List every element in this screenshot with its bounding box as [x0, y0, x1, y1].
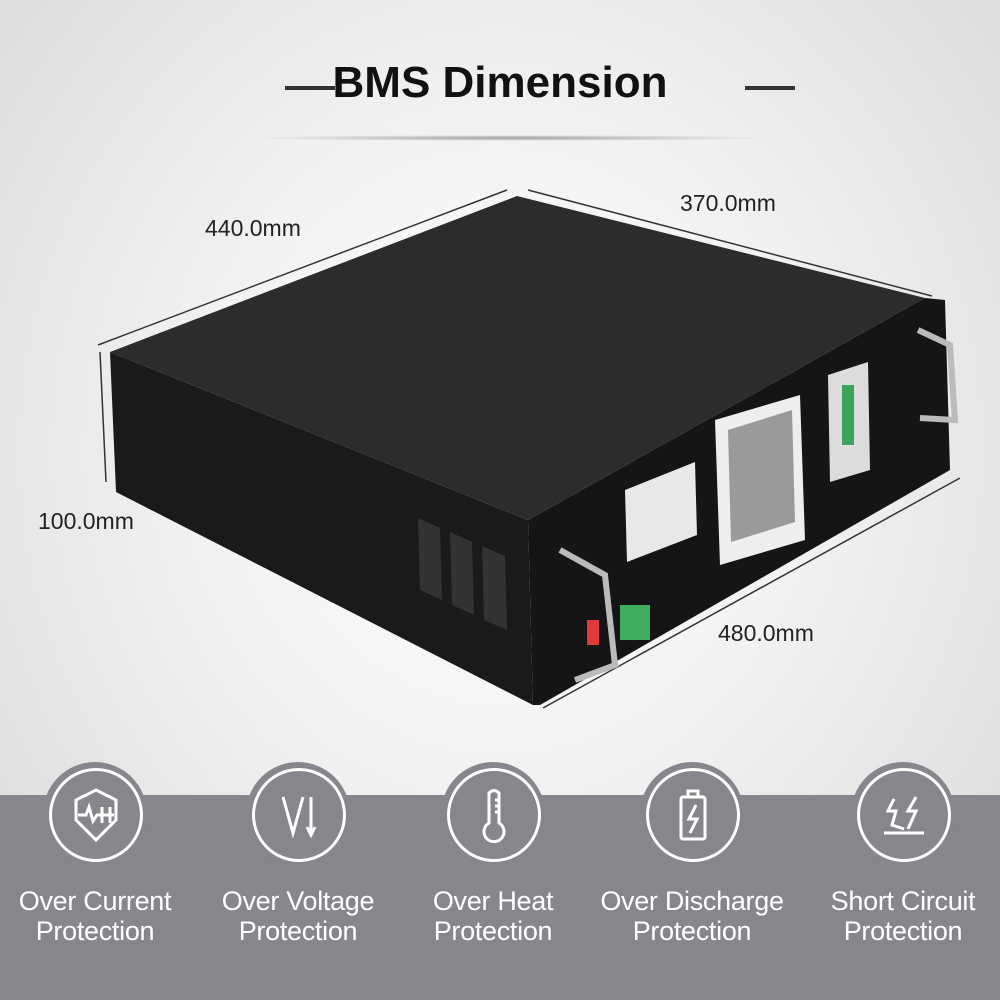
dip-switch: [587, 620, 599, 645]
feature-label-line1: Short Circuit: [830, 886, 976, 916]
feature-label-line2: Protection: [632, 916, 752, 946]
feature-label-line2: Protection: [433, 916, 553, 946]
handle-right: [916, 327, 959, 424]
terminal-block: [620, 605, 650, 640]
dim-480-label: 480.0mm: [718, 620, 814, 646]
feature-label-line1: Over Heat: [432, 886, 554, 916]
title-dash-left: [285, 86, 335, 90]
title-underline: [250, 135, 770, 141]
device-top-face: [110, 196, 925, 520]
short-circuit-icon: [884, 796, 924, 835]
feature-label-line2: Protection: [35, 916, 155, 946]
title-dash-right: [745, 86, 795, 90]
dim-line-370: [527, 189, 933, 297]
dim-line-100: [99, 351, 107, 483]
handle-left: [558, 547, 619, 683]
bms-device-image: [97, 189, 961, 709]
thermometer-icon: [482, 789, 506, 844]
feature-label-line2: Protection: [843, 916, 963, 946]
feature-label-line2: Protection: [238, 916, 358, 946]
dim-370-label: 370.0mm: [680, 190, 776, 216]
dim-line-440: [97, 189, 508, 346]
feature-label-line1: Over Voltage: [221, 886, 375, 916]
dimension-lines: [97, 189, 961, 709]
dim-100-label: 100.0mm: [38, 508, 134, 534]
feature-label-line1: Over Current: [18, 886, 172, 916]
voltage-down-icon: [281, 796, 317, 839]
dim-line-480: [542, 477, 961, 709]
spec-label: [625, 462, 697, 562]
feature-label-line1: Over Discharge: [600, 886, 784, 916]
shield-current-icon: [74, 788, 118, 843]
device-side-face: [110, 352, 533, 705]
page-title: BMS Dimension: [332, 58, 668, 107]
vent-grille: [418, 518, 507, 630]
battery-bolt-icon: [679, 789, 707, 841]
dim-440-label: 440.0mm: [205, 215, 301, 241]
